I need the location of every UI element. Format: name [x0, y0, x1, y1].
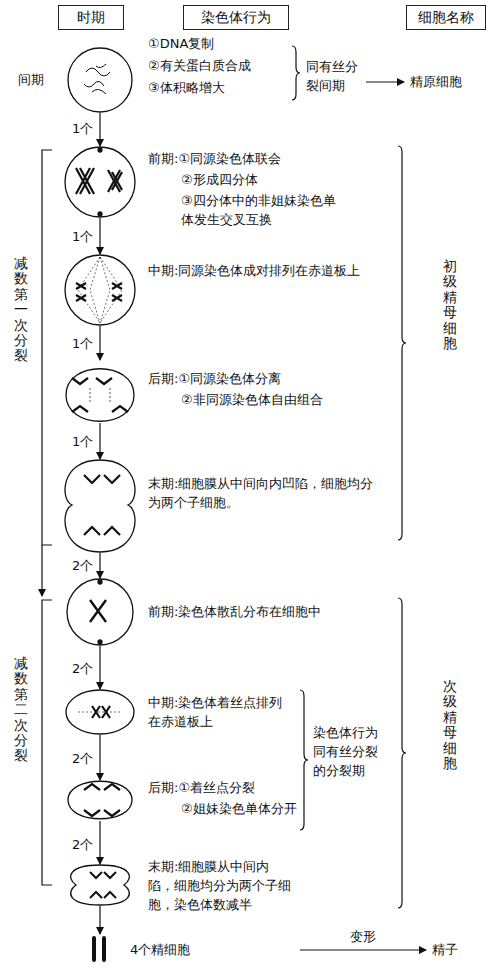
count-label: 2个: [72, 660, 93, 679]
event-text: 4个精细胞: [130, 941, 190, 960]
division-label: 次级精母细胞: [443, 679, 457, 771]
brackets: [42, 150, 52, 885]
division-label: 初级精母细胞: [443, 259, 457, 351]
event-text: ②姐妹染色单体分开: [181, 800, 297, 819]
curly-brace: [292, 46, 300, 100]
event-text: 末期:细胞膜从中间向内凹陷，细胞均分为两个子细胞。: [148, 475, 380, 513]
curly-brace: [300, 690, 308, 830]
flow-arrows: [42, 82, 426, 950]
event-text: 中期:染色体着丝点排列在赤道板上: [148, 694, 293, 732]
event-text: ②形成四分体: [181, 171, 258, 190]
curly-brace: [398, 598, 406, 908]
event-text: ②非同源染色体自由组合: [181, 391, 323, 410]
header-box: 染色体行为: [183, 5, 289, 30]
event-text: 前期:①同源染色体联会: [148, 150, 281, 169]
count-label: 2个: [72, 557, 93, 576]
phase-label: 间期: [18, 71, 44, 90]
event-text: 末期:细胞膜从中间内陷，细胞均分为两个子细胞，染色体数减半: [148, 858, 293, 915]
event-text: 精原细胞: [410, 73, 462, 92]
header-box: 细胞名称: [406, 5, 486, 30]
header-text: 染色体行为: [201, 9, 271, 27]
division-label: 减数第一次分裂: [14, 256, 28, 364]
header-text: 细胞名称: [418, 9, 474, 27]
event-text: 后期:①同源染色体分离: [148, 370, 281, 389]
event-text: 后期:①着丝点分裂: [148, 779, 255, 798]
count-label: 2个: [72, 750, 93, 769]
division-label: 减数第二次分裂: [14, 656, 28, 764]
event-text: ①DNA复制: [148, 35, 214, 54]
count-label: 1个: [72, 120, 93, 139]
event-text: 染色体行为同有丝分裂的分裂期: [313, 724, 381, 781]
curly-brace: [398, 146, 406, 540]
event-text: ③四分体中的非姐妹染色单体发生交叉互换: [181, 192, 337, 230]
count-label: 1个: [72, 433, 93, 452]
event-text: ②有关蛋白质合成: [148, 57, 251, 76]
header-box: 时期: [58, 5, 124, 30]
event-text: ③体积略增大: [148, 79, 225, 98]
event-text: 变形: [350, 928, 376, 947]
count-label: 1个: [72, 335, 93, 354]
count-label: 1个: [72, 228, 93, 247]
event-text: 中期:同源染色体成对排列在赤道板上: [148, 262, 363, 281]
event-text: 精子: [432, 941, 458, 960]
count-label: 2个: [72, 836, 93, 855]
event-text: 前期:染色体散乱分布在细胞中: [148, 603, 321, 622]
cell-drawings: [65, 48, 135, 960]
header-text: 时期: [77, 9, 105, 27]
event-text: 同有丝分裂间期: [306, 58, 362, 96]
